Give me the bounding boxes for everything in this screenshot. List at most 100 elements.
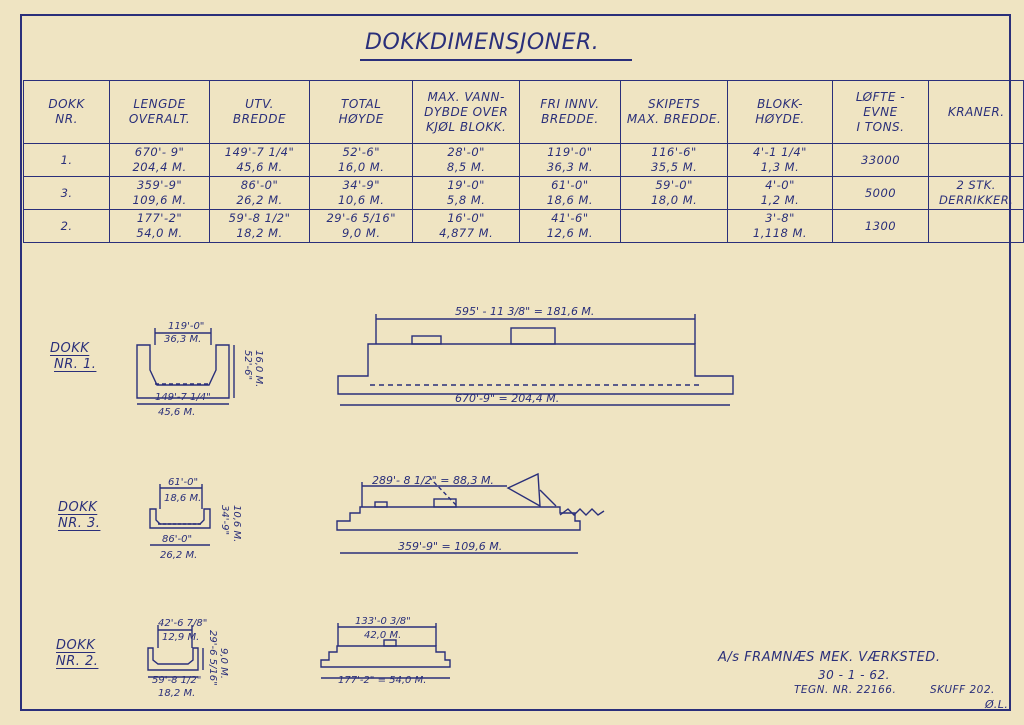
cell-text: 109,6 M. <box>132 193 187 207</box>
cell-text: 204,4 M. <box>132 160 187 174</box>
cell-text: HØYDE. <box>755 112 805 126</box>
table-row-cell-7: 3'-8"1,118 M. <box>727 209 833 243</box>
cell-text: KJØL BLOKK. <box>425 119 507 134</box>
table-row: 2.177'-2"54,0 M.59'-8 1/2"18,2 M.29'-6 5… <box>22 209 1024 243</box>
table-row-cell-1: 670'- 9"204,4 M. <box>109 143 210 177</box>
table-row-cell-9 <box>928 143 1024 177</box>
cell-text: 34'-9" <box>342 178 380 192</box>
table-row-cell-0: 2. <box>22 209 111 243</box>
dock1-bottom-width-ft: 149'-7 1/4" <box>155 392 211 403</box>
dock2-length-overall: 177'-2" = 54,0 M. <box>338 675 426 686</box>
cell-text: 116'-6" <box>651 145 697 159</box>
drawing-number: TEGN. NR. 22166. <box>794 684 897 696</box>
cell-text: 28'-0" <box>447 145 485 159</box>
dock2-cross-section <box>147 625 204 678</box>
dock-label-3: DOKK NR. 3. <box>58 500 101 531</box>
dock3-height-ft: 34'-9" <box>219 505 230 535</box>
cell-text: 59'-0" <box>655 178 693 192</box>
cell-text: MAX. BREDDE. <box>626 112 722 126</box>
dock3-top-width-ft: 61'-0" <box>168 477 198 488</box>
cell-text: 29'-6 5/16" <box>326 211 396 225</box>
cell-text: 2 STK. <box>956 178 996 192</box>
cell-text: 12,6 M. <box>546 226 594 240</box>
table-row-cell-1: 359'-9"109,6 M. <box>109 176 210 210</box>
dock3-length-overall: 359'-9" = 109,6 M. <box>398 540 502 553</box>
cell-text: LENGDE <box>133 97 186 111</box>
cell-text: HØYDE <box>338 112 384 126</box>
dock1-height-ft: 52'-6" <box>242 350 253 380</box>
title-underline <box>360 59 632 61</box>
cell-text: FRI INNV. <box>540 97 600 111</box>
cell-text: 16,0 M. <box>338 160 385 174</box>
dimension-texts: 119'-0" 36,3 M. 52'-6" 16,0 M. 149'-7 1/… <box>152 305 594 699</box>
cell-text: 4'-0" <box>765 178 795 192</box>
dock2-length-top-m: 42,0 M. <box>364 630 401 641</box>
cell-text: BLOKK- <box>757 97 803 111</box>
dock3-length-top: 289'- 8 1/2" = 88,3 M. <box>372 474 494 487</box>
cell-text: 2. <box>60 218 73 233</box>
table-row: 3.359'-9"109,6 M.86'-0"26,2 M.34'-9"10,6… <box>22 176 1024 210</box>
dock1-length-overall: 670'-9" = 204,4 M. <box>455 392 559 405</box>
table-row-cell-4: 28'-0"8,5 M. <box>412 143 521 177</box>
table-row-cell-8: 1300 <box>831 209 930 243</box>
dock3-bottom-width-ft: 86'-0" <box>162 534 192 545</box>
table-row-cell-9 <box>928 209 1024 243</box>
cell-text: 16'-0" <box>447 211 485 225</box>
dock1-height-m: 16,0 M. <box>253 350 264 387</box>
table-row-cell-3: 29'-6 5/16"9,0 M. <box>309 209 414 243</box>
cell-text: 1,118 M. <box>752 226 808 240</box>
table-row-cell-7: 4'-1 1/4"1,3 M. <box>727 143 833 177</box>
dock1-side-view <box>337 314 734 406</box>
cell-text: 10,6 M. <box>338 193 385 207</box>
cell-text: 1,3 M. <box>760 160 800 174</box>
dock1-cross-section <box>136 328 235 405</box>
cell-text: KRANER. <box>947 104 1005 119</box>
dock3-side-view <box>336 472 605 554</box>
table-row-cell-1: 177'-2"54,0 M. <box>109 209 210 243</box>
dock2-bottom-width-m: 18,2 M. <box>158 688 195 699</box>
cell-text: BREDDE. <box>541 112 599 126</box>
cell-text: 9,0 M. <box>341 226 381 240</box>
table-header-row-cell-9: KRANER. <box>928 80 1024 144</box>
table-header-row-cell-7: BLOKK-HØYDE. <box>727 80 833 144</box>
dock-label-2: DOKK NR. 2. <box>56 638 99 669</box>
cell-text: 3'-8" <box>765 211 795 225</box>
table-row-cell-6: 59'-0"18,0 M. <box>619 176 729 210</box>
cell-text: 1300 <box>864 218 897 233</box>
cell-text: 54,0 M. <box>136 226 183 240</box>
cell-text: 119'-0" <box>547 145 593 159</box>
dock1-length-top: 595' - 11 3/8" = 181,6 M. <box>455 305 594 318</box>
cell-text: I TONS. <box>856 119 905 134</box>
cell-text: 41'-6" <box>551 211 589 225</box>
table-header-row-cell-5: FRI INNV.BREDDE. <box>519 80 621 144</box>
dock-label-1: DOKK NR. 1. <box>50 341 97 372</box>
cell-text: TOTAL <box>341 97 382 111</box>
cell-text: 61'-0" <box>551 178 589 192</box>
cell-text: 36,3 M. <box>546 160 594 174</box>
dock3-cross-section <box>149 484 211 546</box>
table-row-cell-2: 86'-0"26,2 M. <box>208 176 311 210</box>
cell-text: 26,2 M. <box>236 193 283 207</box>
dock3-top-width-m: 18,6 M. <box>164 493 201 504</box>
table-header-row-cell-2: UTV.BREDDE <box>208 80 311 144</box>
cell-text: 8,5 M. <box>446 160 486 174</box>
table-row-cell-3: 34'-9"10,6 M. <box>309 176 414 210</box>
cell-text: 149'-7 1/4" <box>224 145 295 159</box>
table-row-cell-2: 59'-8 1/2"18,2 M. <box>208 209 311 243</box>
cell-text: 52'-6" <box>342 145 380 159</box>
dock3-bottom-width-m: 26,2 M. <box>160 550 197 561</box>
cell-text: UTV. <box>245 97 274 111</box>
dock2-top-width-m: 12,9 M. <box>162 632 199 643</box>
drafter-initials: Ø.L. <box>985 698 1009 711</box>
cell-text: 18,0 M. <box>650 193 698 207</box>
cell-text: 35,5 M. <box>650 160 698 174</box>
drawer-number: SKUFF 202. <box>930 684 995 696</box>
dock3-height-m: 10,6 M. <box>231 505 242 542</box>
cell-text: 4,877 M. <box>439 226 494 240</box>
